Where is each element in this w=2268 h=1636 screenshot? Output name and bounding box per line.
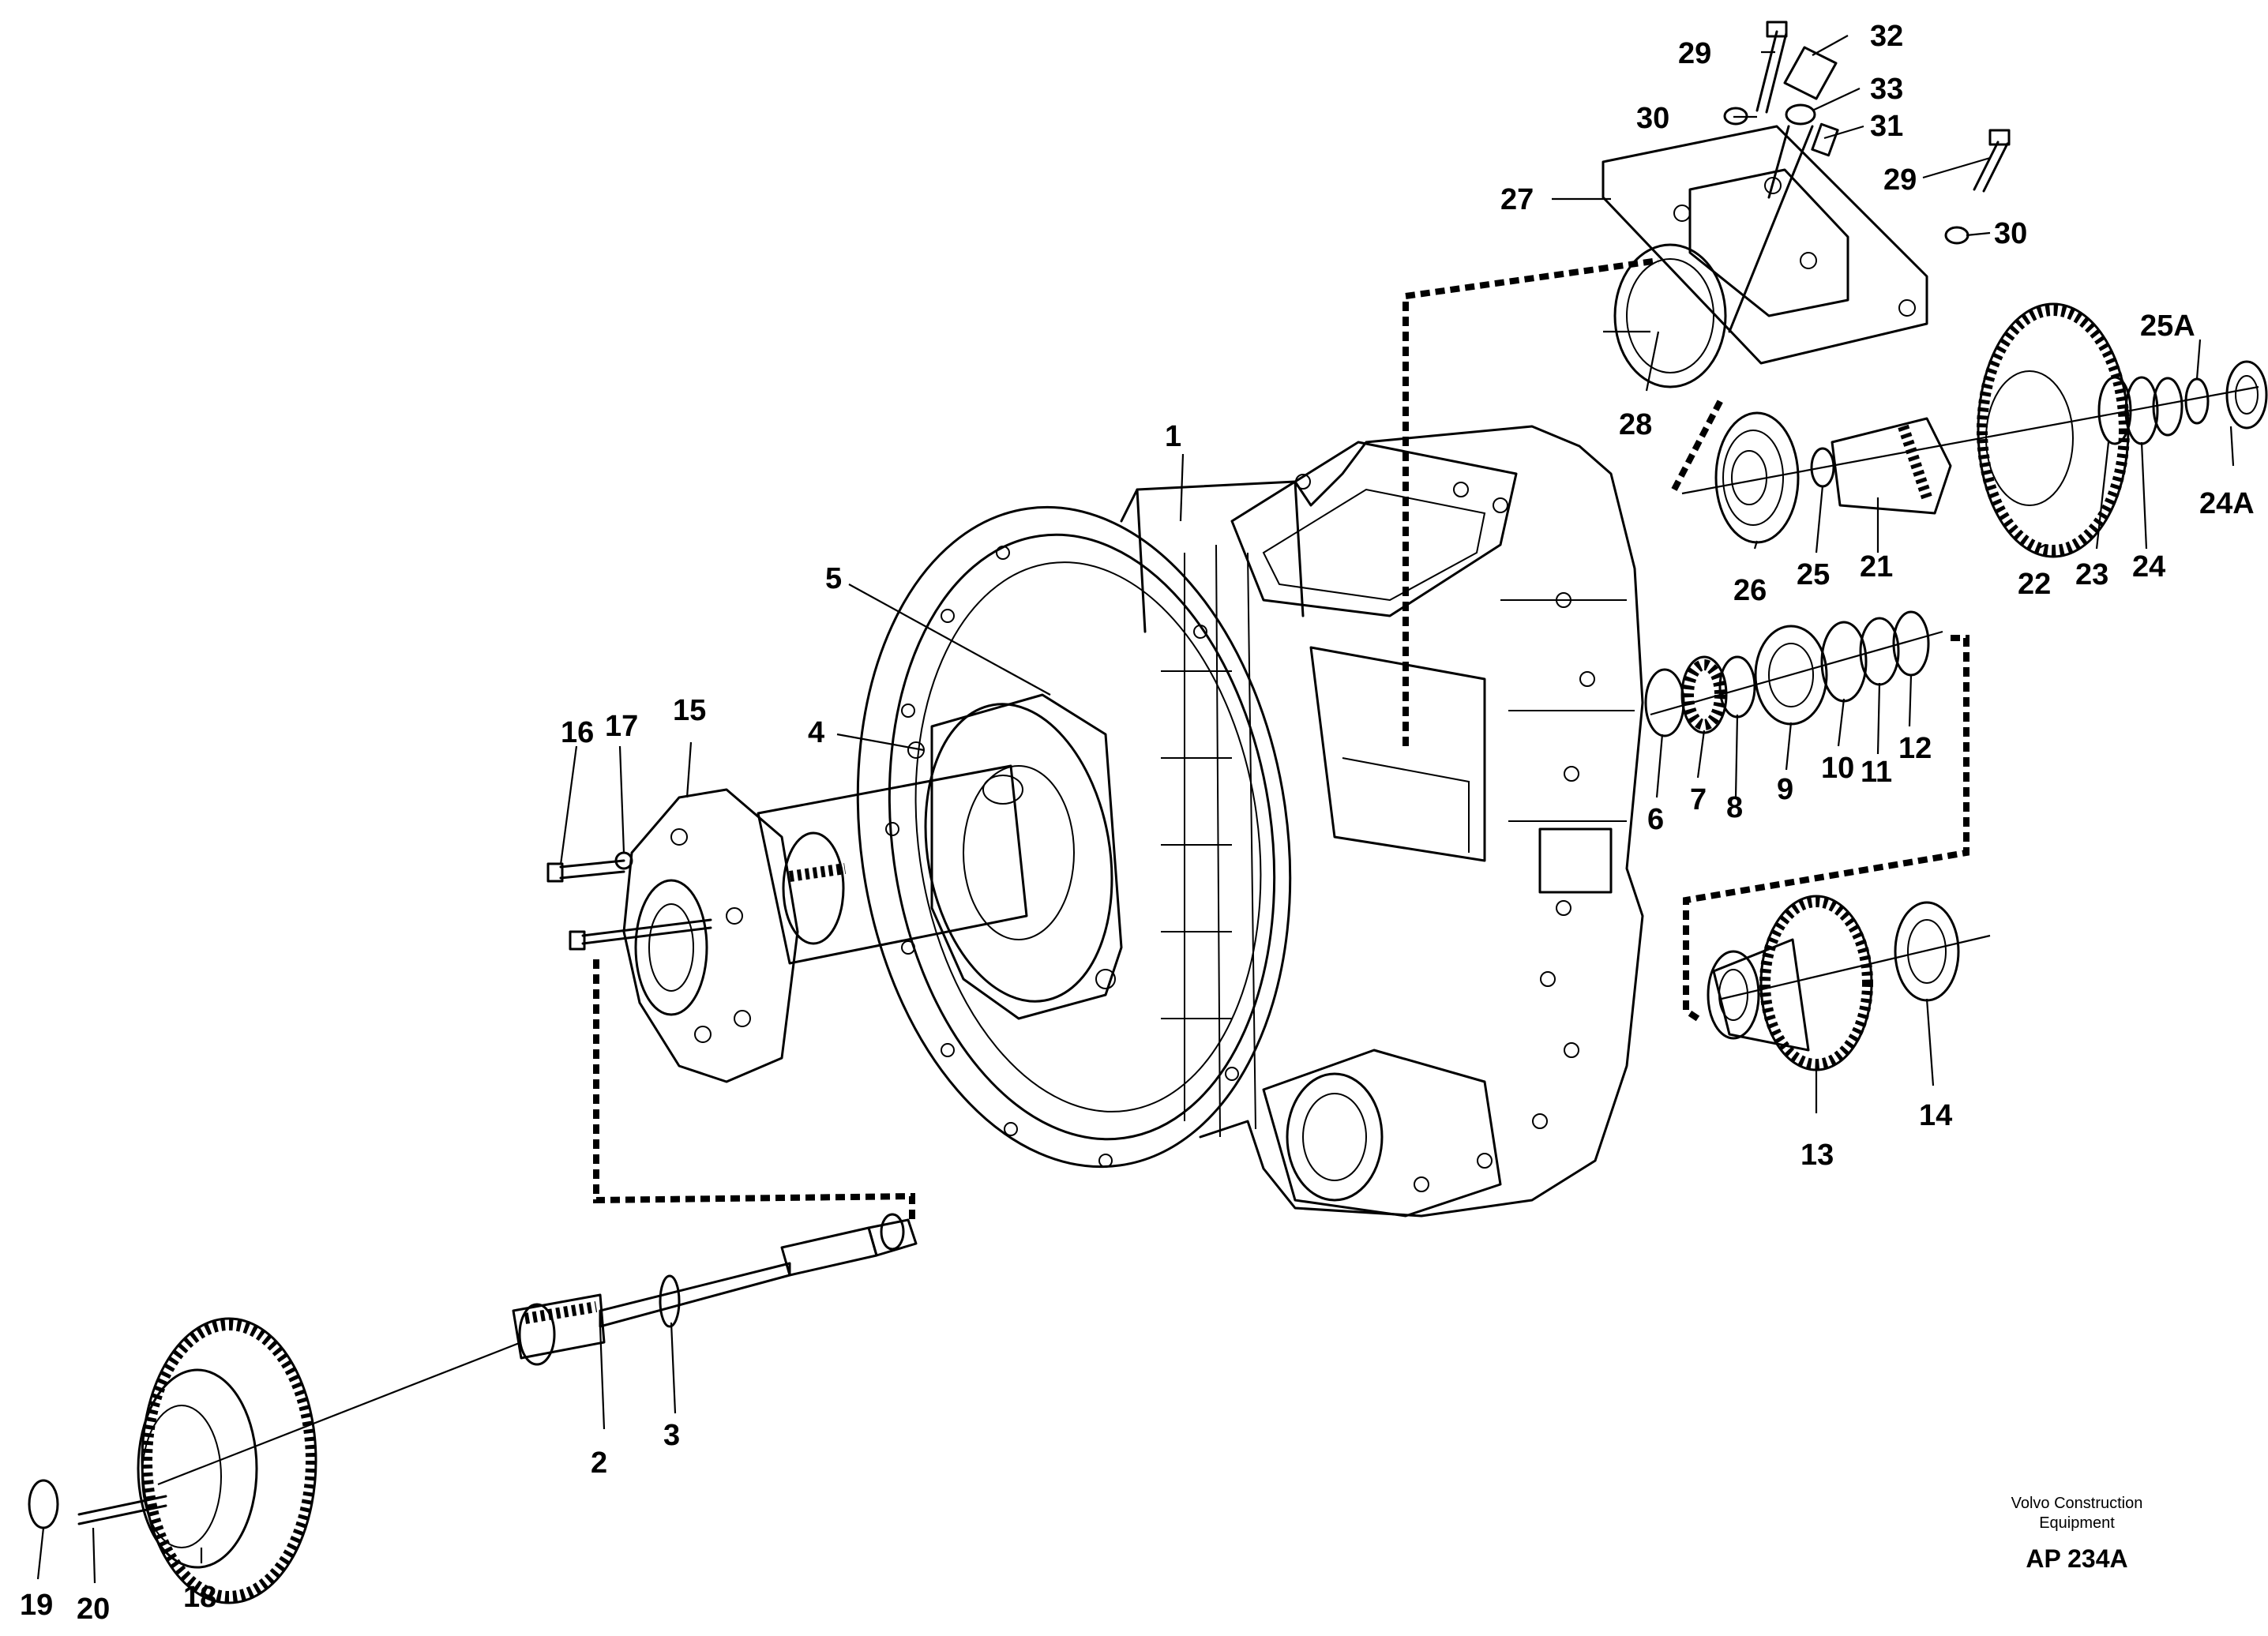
callout-26: 26 [1733,574,1767,607]
callout-25: 25 [1797,558,1830,591]
callout-25a: 25A [2140,310,2195,343]
callout-15: 15 [673,694,706,727]
callout-9: 9 [1777,773,1793,806]
callout-2: 2 [591,1447,607,1480]
bearing-stack [1644,610,1943,737]
callout-24: 24 [2132,550,2165,583]
callout-14: 14 [1919,1099,1952,1132]
bolts-16 [546,859,712,951]
callout-30-right: 30 [1994,217,2027,250]
callout-29-right: 29 [1883,163,1917,197]
callout-6: 6 [1647,803,1664,836]
callout-11: 11 [1861,756,1892,789]
callout-16: 16 [561,716,594,749]
callout-17: 17 [605,710,638,743]
main-shaft [157,1213,918,1486]
callout-10: 10 [1821,752,1854,785]
callout-13: 13 [1801,1139,1834,1172]
callout-4: 4 [808,716,824,749]
cover-fasteners [1723,21,2011,333]
front-cover [622,788,799,1083]
bolt-20 [77,1495,167,1525]
callout-12: 12 [1898,732,1932,765]
callout-24a: 24A [2199,487,2255,520]
clutch-assembly [907,693,1123,1020]
callout-18: 18 [183,1581,216,1614]
drawing-code: AP 234A [2026,1544,2127,1573]
top-cover [1601,125,1928,388]
callout-31: 31 [1870,110,1903,143]
callout-3: 3 [663,1419,680,1452]
credit-line-1: Volvo Construction [2011,1495,2143,1512]
callout-30-top: 30 [1636,102,1669,135]
callout-22: 22 [2018,568,2051,601]
callout-20: 20 [77,1593,110,1626]
input-shaft [757,764,1028,965]
callout-33: 33 [1870,73,1903,106]
callout-32: 32 [1870,20,1903,53]
assembly-dash-lines [593,257,1969,1224]
callout-28: 28 [1619,408,1652,441]
callout-19: 19 [20,1589,53,1622]
credit-line-2: Equipment [2039,1514,2115,1532]
callout-21: 21 [1860,550,1893,583]
callout-8: 8 [1726,791,1743,824]
gearbox-housing [856,425,1644,1218]
callout-5: 5 [825,562,842,595]
gear-18 [137,1317,317,1604]
callout-27: 27 [1500,183,1534,216]
lock-ring-19 [28,1479,59,1529]
callout-29-top: 29 [1678,37,1711,70]
callout-23: 23 [2075,558,2108,591]
leader-lines [36,35,2235,1584]
callout-7: 7 [1690,783,1707,816]
callout-1: 1 [1165,420,1181,453]
